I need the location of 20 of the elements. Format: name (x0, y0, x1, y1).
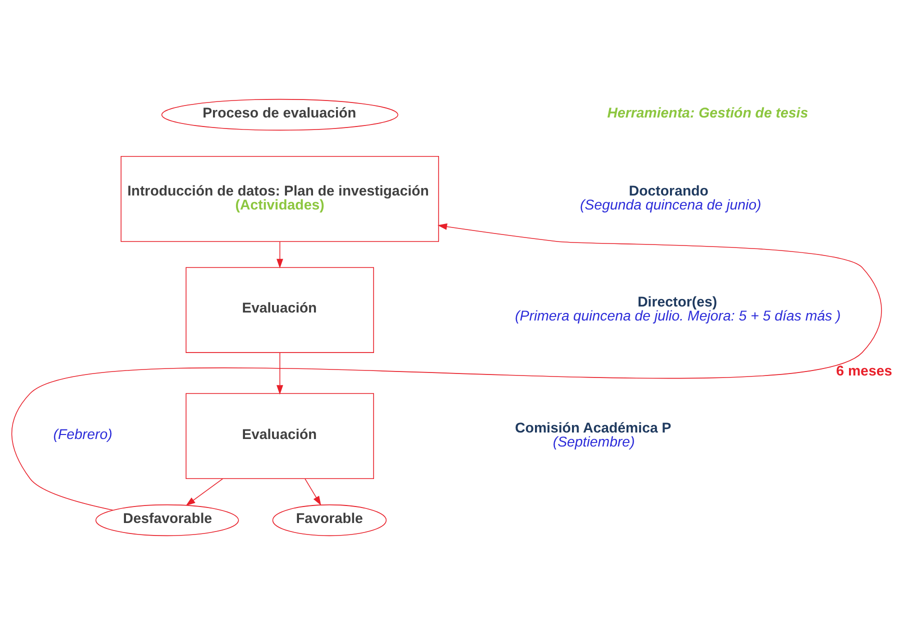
node-label: (Segunda quincena de junio) (580, 197, 762, 214)
label: Herramienta: Gestión de tesis (607, 105, 808, 122)
arrow (304, 478, 322, 506)
arrow (276, 352, 284, 395)
node-ellipse: Desfavorable (95, 504, 239, 536)
node-ellipse: Favorable (272, 504, 387, 536)
node-label: Comisión Académica P (515, 420, 672, 436)
node-box: Evaluación (186, 393, 374, 480)
arrow (276, 241, 284, 268)
node-ellipse: Proceso de evaluación (161, 98, 398, 131)
node-label: Director(es) (638, 294, 718, 310)
node-box: Evaluación (186, 267, 374, 353)
node-box: Introducción de datos: Plan de investigación (Actividades) (120, 156, 440, 242)
node-label: Doctorando (628, 183, 708, 200)
node-label: (Septiembre) (552, 434, 635, 451)
arrow (11, 223, 882, 511)
node-label: (Primera quincena de julio. Mejora: 5 + 5 días más ) (515, 308, 841, 325)
arrow (186, 478, 224, 506)
edge-label: 6 meses (836, 364, 892, 380)
label: (Febrero) (53, 426, 112, 443)
